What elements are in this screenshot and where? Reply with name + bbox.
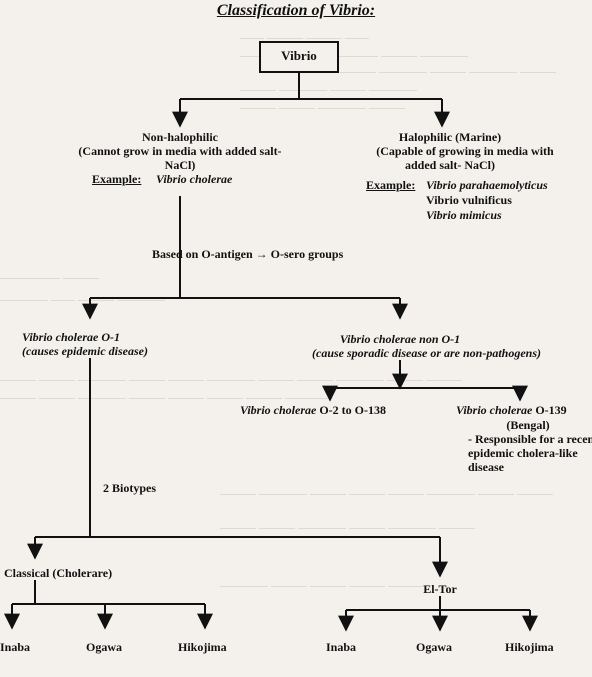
halophilic-example-label: Example: [366,178,416,192]
o139-note-3: disease [468,460,504,474]
non-halophilic-desc-2: NaCl) [164,158,196,172]
eltor-serotype-ogawa: Ogawa [416,640,452,654]
o139-label: Vibrio cholerae O-139 [456,403,567,417]
classical-serotype-inaba: Inaba [0,640,31,654]
eltor-name: El-Tor [423,582,457,596]
halophilic-desc-1: (Capable of growing in media with [376,144,554,158]
eltor-serotype-inaba: Inaba [326,640,357,654]
non-halophilic-heading: Non-halophilic [141,130,219,144]
halophilic-example-3: Vibrio mimicus [426,208,502,222]
o139-note-2: epidemic cholera-like [468,446,578,460]
eltor-serotype-hikojima: Hikojima [505,640,554,654]
o2-o138-species: Vibrio cholerae [240,403,317,417]
halophilic-example-1: Vibrio parahaemolyticus [426,178,548,192]
classical-serotype-hikojima: Hikojima [178,640,227,654]
root-node-box [259,41,339,73]
classical-name: Classical (Cholerare) [4,566,113,580]
halophilic-example-2: Vibrio vulnificus [426,193,512,207]
halophilic-desc-2: added salt- NaCl) [404,158,495,172]
o139-suffix: O-139 [535,403,567,417]
root-node-label: Vibrio [281,48,317,63]
non-o1-name: Vibrio cholerae non O-1 [339,332,461,346]
o2-o138-suffix: O-2 to O-138 [319,403,386,417]
biotypes-label: 2 Biotypes [103,481,157,495]
o1-note: (causes epidemic disease) [22,344,148,358]
o2-o138-label: Vibrio cholerae O-2 to O-138 [240,403,386,417]
o139-place: (Bengal) [506,418,550,432]
serogroup-basis-label: Based on O-antigen → O-sero groups [152,247,344,261]
o139-species: Vibrio cholerae [456,403,533,417]
non-halophilic-desc-1: (Cannot grow in media with added salt- [78,144,282,158]
non-halophilic-example: Vibrio cholerae [156,172,233,186]
o1-name: Vibrio cholerae O-1 [22,330,120,344]
non-o1-note: (cause sporadic disease or are non-patho… [312,346,542,360]
classical-serotype-ogawa: Ogawa [86,640,122,654]
halophilic-heading: Halophilic (Marine) [398,130,502,144]
page-title: Classification of Vibrio: [216,2,376,19]
o139-note-1: - Responsible for a recent [468,432,592,446]
non-halophilic-example-label: Example: [92,172,142,186]
